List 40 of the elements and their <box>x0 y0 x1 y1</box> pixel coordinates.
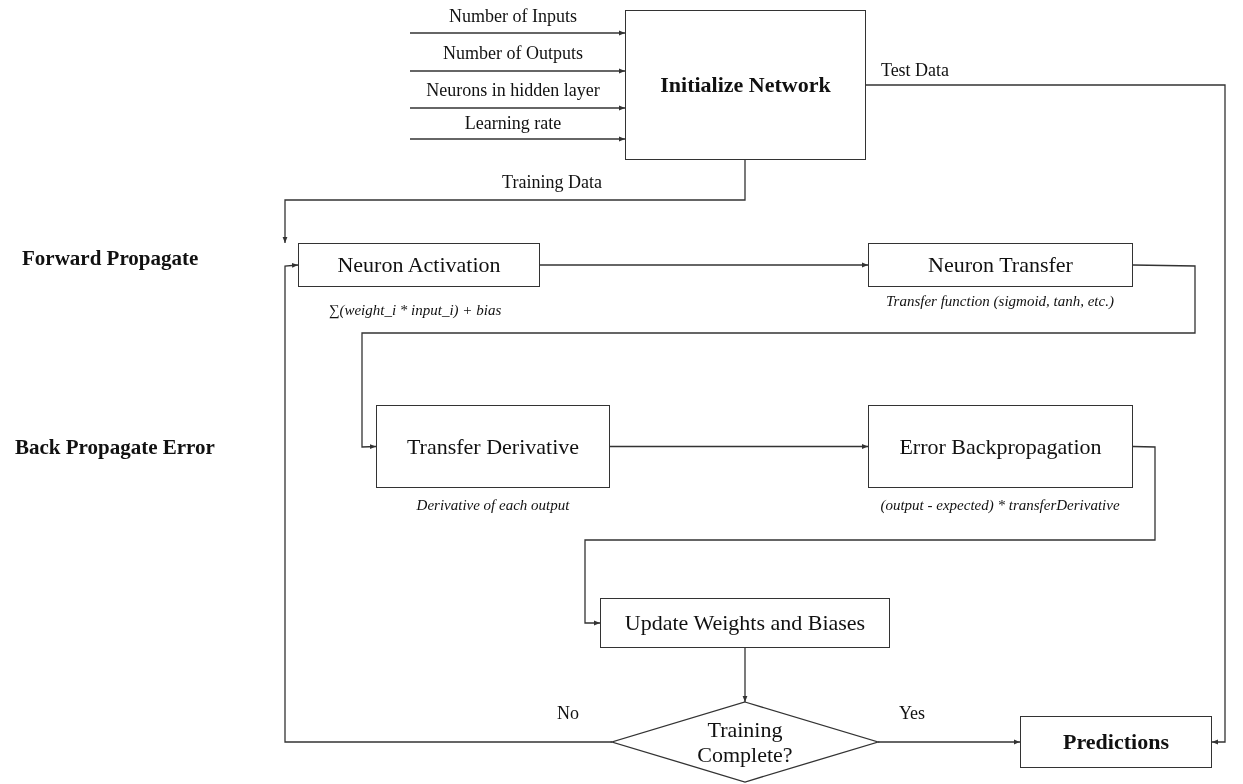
output-box <box>1020 716 1212 768</box>
section-heading: Forward Propagate <box>22 246 199 271</box>
arrow <box>282 159 746 244</box>
process-box <box>298 243 540 287</box>
node-label: Neuron Activation <box>337 252 501 278</box>
edge-label: Number of Outputs <box>441 43 585 64</box>
node-label: Update Weights and Biases <box>624 610 866 636</box>
process-box <box>600 598 890 648</box>
node-label: Predictions <box>1063 729 1169 755</box>
arrow <box>361 264 1196 450</box>
process-box <box>868 405 1133 488</box>
arrow <box>409 136 626 142</box>
node-annotation: ∑(weight_i * input_i) + bias <box>327 302 503 319</box>
arrow <box>409 105 626 111</box>
arrow <box>877 739 1021 745</box>
node-annotation: Derivative of each output <box>415 497 571 514</box>
node-label: Error Backpropagation <box>899 433 1102 460</box>
edge-label: Learning rate <box>462 113 564 134</box>
process-box <box>868 243 1133 287</box>
edge-label: Training Data <box>500 172 604 193</box>
process-box <box>376 405 610 488</box>
node-label: Training Complete? <box>696 716 794 768</box>
node-label: Neuron Transfer <box>928 252 1073 278</box>
arrow <box>609 444 869 449</box>
node-annotation: Transfer function (sigmoid, tanh, etc.) <box>885 293 1115 310</box>
arrow <box>865 84 1226 745</box>
decision-diamond <box>612 702 878 782</box>
section-heading: Back Propagate Error <box>15 435 215 460</box>
node-label: Initialize Network <box>660 72 831 98</box>
edge-label: Neurons in hidden layer <box>424 80 602 101</box>
arrow <box>539 262 869 268</box>
arrow <box>584 445 1156 626</box>
node-annotation: (output - expected) * transferDerivative <box>879 497 1121 514</box>
arrow <box>742 647 748 703</box>
arrow <box>284 263 613 743</box>
arrow <box>409 68 626 74</box>
process-box <box>625 10 866 160</box>
arrow <box>409 30 626 36</box>
node-label: Transfer Derivative <box>406 433 580 460</box>
edge-label: Number of Inputs <box>447 6 579 27</box>
